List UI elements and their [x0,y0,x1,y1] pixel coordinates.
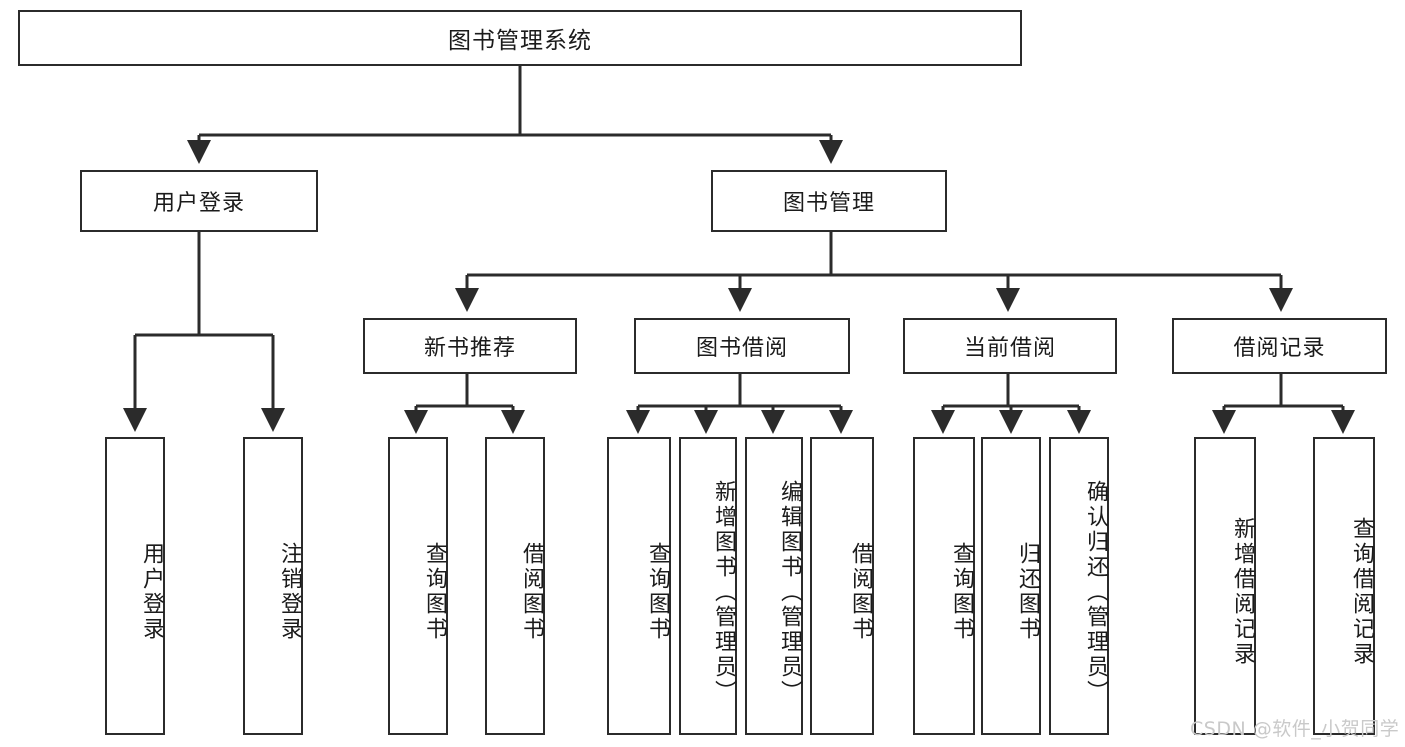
watermark-text: CSDN @软件_小贺同学 [1190,718,1400,740]
leaf-add-book[interactable]: 新增图书（管理员） [679,437,737,735]
node-user-login[interactable]: 用户登录 [80,170,318,232]
node-borrow-record[interactable]: 借阅记录 [1172,318,1387,374]
leaf-query-book-1[interactable]: 查询图书 [388,437,448,735]
leaf-query-record[interactable]: 查询借阅记录 [1313,437,1375,735]
node-book-manage[interactable]: 图书管理 [711,170,947,232]
leaf-edit-book[interactable]: 编辑图书（管理员） [745,437,803,735]
leaf-user-login[interactable]: 用户登录 [105,437,165,735]
leaf-return-book[interactable]: 归还图书 [981,437,1041,735]
leaf-confirm-return[interactable]: 确认归还（管理员） [1049,437,1109,735]
leaf-query-book-2[interactable]: 查询图书 [607,437,671,735]
node-new-book-recommend[interactable]: 新书推荐 [363,318,577,374]
leaf-borrow-book-1[interactable]: 借阅图书 [485,437,545,735]
leaf-query-book-3[interactable]: 查询图书 [913,437,975,735]
leaf-logout[interactable]: 注销登录 [243,437,303,735]
node-current-borrow[interactable]: 当前借阅 [903,318,1117,374]
node-root[interactable]: 图书管理系统 [18,10,1022,66]
node-book-borrow[interactable]: 图书借阅 [634,318,850,374]
leaf-borrow-book-2[interactable]: 借阅图书 [810,437,874,735]
leaf-add-record[interactable]: 新增借阅记录 [1194,437,1256,735]
